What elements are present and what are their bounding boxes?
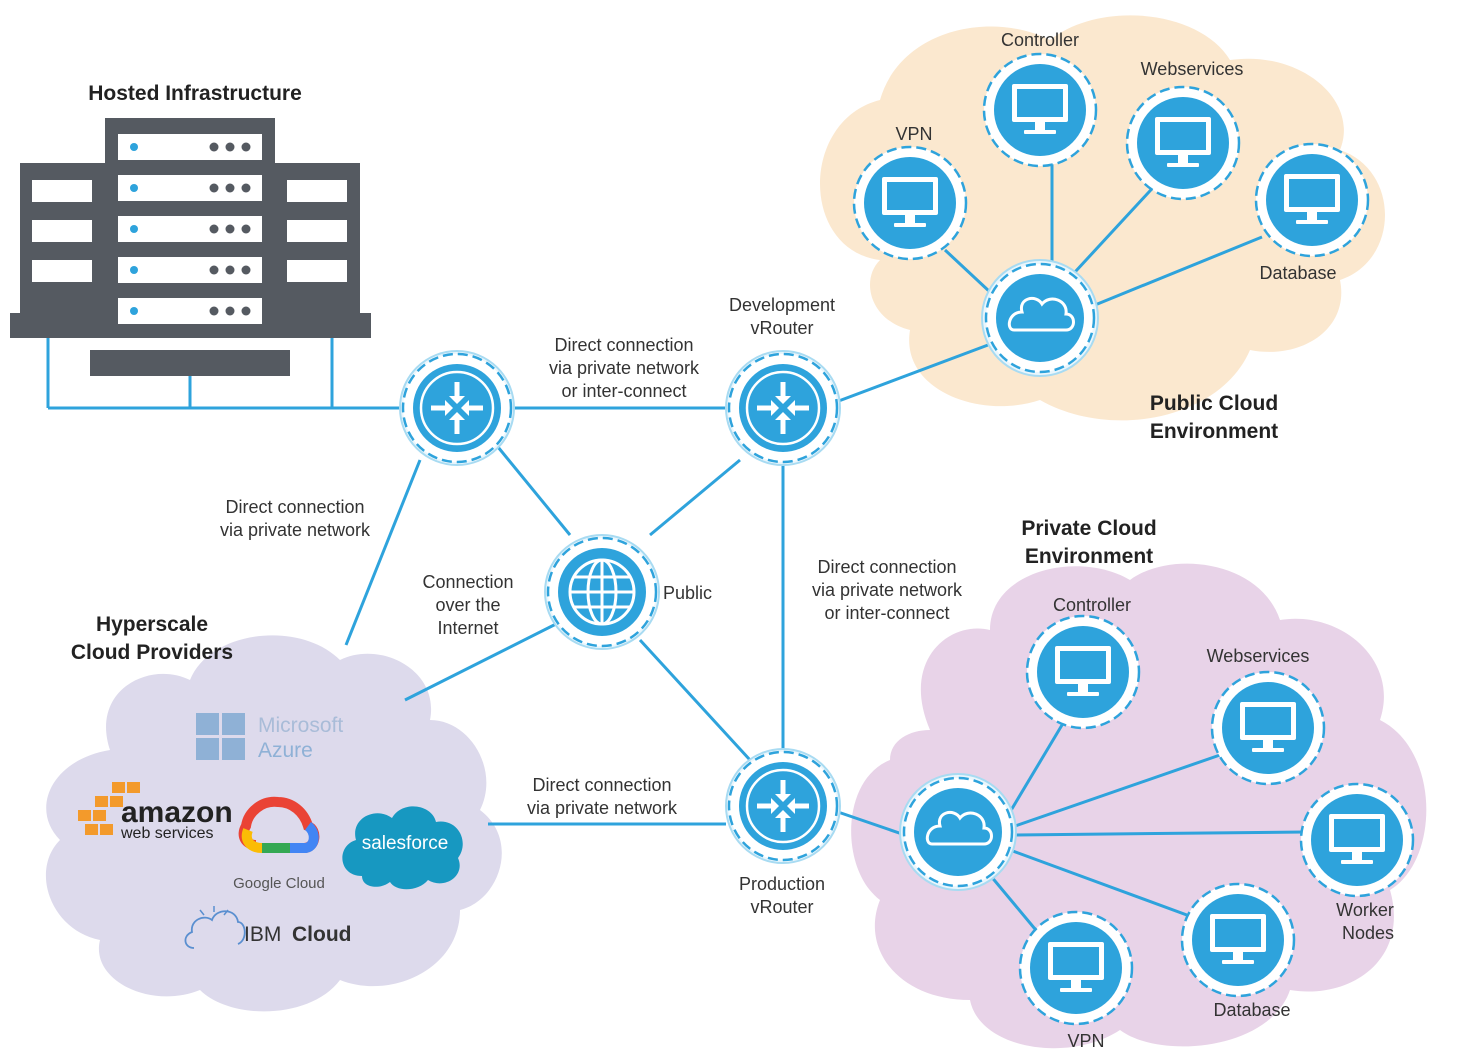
private-webservices-label: Webservices [1207,646,1310,666]
public-webservices-label: Webservices [1141,59,1244,79]
svg-text:IBM: IBM [244,923,281,946]
private-cloud-title-1: Private Cloud [1021,517,1156,540]
svg-text:amazon: amazon [121,796,233,829]
public-controller-label: Controller [1001,30,1079,50]
public-cloud-title-2: Environment [1150,420,1278,443]
connection-lines [46,155,1306,936]
hyperscale-title-2: Cloud Providers [71,641,233,664]
private-controller-monitor-icon [1025,614,1141,730]
hyperscale-cloud-shape [45,635,502,1012]
svg-text:via private network: via private network [812,580,963,600]
public-vpn-monitor-icon [852,145,968,261]
production-router-label-2: vRouter [750,897,813,917]
public-webservices-monitor-icon [1125,85,1241,201]
svg-text:or inter-connect: or inter-connect [824,603,949,623]
svg-text:Direct connection: Direct connection [532,775,671,795]
hyperscale-title-1: Hyperscale [96,613,208,636]
private-controller-label: Controller [1053,595,1131,615]
svg-text:web services: web services [120,825,213,842]
hosted-infrastructure-title: Hosted Infrastructure [88,82,302,105]
public-controller-monitor-icon [982,52,1098,168]
public-database-label: Database [1259,263,1336,283]
private-worker-nodes-monitor-icon [1299,782,1415,898]
private-database-monitor-icon [1180,882,1296,998]
server-rack-icon [10,118,371,376]
salesforce-logo: salesforce [342,806,463,890]
development-router-label-2: vRouter [750,318,813,338]
private-vpn-label: VPN [1067,1031,1104,1051]
connection-label-internet: Connection over the Internet [422,572,513,638]
private-worker-label-1: Worker [1336,900,1394,920]
private-webservices-monitor-icon [1210,670,1326,786]
private-cloud-title-2: Environment [1025,545,1153,568]
public-cloud-shape [820,15,1385,421]
google-cloud-logo: Google Cloud [233,796,325,892]
svg-text:Cloud: Cloud [292,923,351,946]
azure-logo: Microsoft Azure [196,713,343,762]
svg-text:Direct connection: Direct connection [817,557,956,577]
public-cloud-hub-icon [980,258,1100,378]
public-vpn-label: VPN [895,124,932,144]
svg-text:Internet: Internet [437,618,498,638]
public-database-monitor-icon [1254,142,1370,258]
private-vpn-monitor-icon [1018,910,1134,1026]
globe-icon [544,534,660,650]
public-cloud-title-1: Public Cloud [1150,392,1278,415]
development-router-icon [724,349,842,467]
production-router-label-1: Production [739,874,825,894]
server-units [118,134,262,324]
private-worker-label-2: Nodes [1342,923,1394,943]
public-node-label: Public [663,583,712,603]
development-router-label-1: Development [729,295,835,315]
svg-text:Direct connection: Direct connection [554,335,693,355]
svg-text:Connection: Connection [422,572,513,592]
router-icon [398,349,516,467]
production-router-icon [724,747,842,865]
connection-label-bottom: Direct connection via private network [527,775,678,818]
svg-text:over the: over the [435,595,500,615]
amazon-logo: amazon web services [78,782,233,842]
connection-label-left: Direct connection via private network [220,497,371,540]
private-cloud-hub-icon [898,772,1018,892]
connection-label-right: Direct connection via private network or… [812,557,963,623]
svg-text:via private network: via private network [220,520,371,540]
svg-text:Google Cloud: Google Cloud [233,875,325,892]
svg-text:via private network: via private network [527,798,678,818]
svg-text:Direct connection: Direct connection [225,497,364,517]
svg-text:via private network: via private network [549,358,700,378]
private-database-label: Database [1213,1000,1290,1020]
svg-text:Microsoft: Microsoft [258,714,343,737]
svg-text:Azure: Azure [258,739,313,762]
connection-label-top: Direct connection via private network or… [549,335,700,401]
ibm-cloud-logo: IBM Cloud [184,906,351,949]
svg-text:salesforce: salesforce [362,833,449,854]
svg-text:or inter-connect: or inter-connect [561,381,686,401]
